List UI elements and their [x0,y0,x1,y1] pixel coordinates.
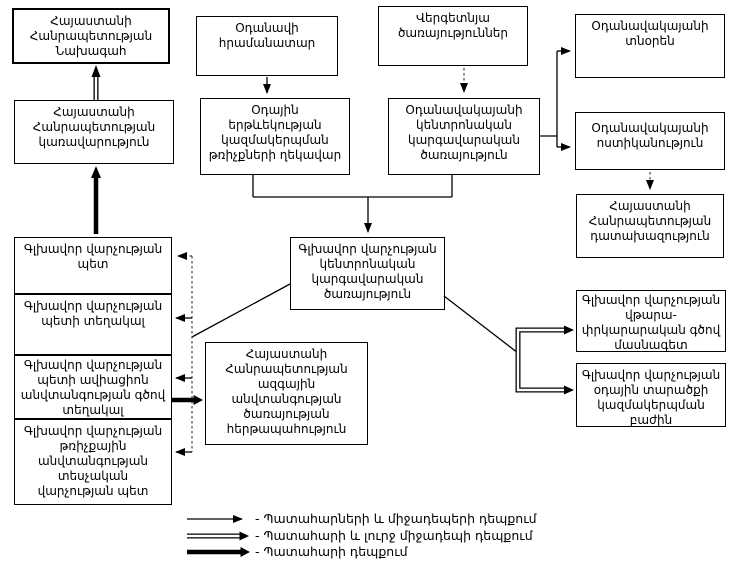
box-president-label: Հայաստանի Հանրապետության Նախագահ [29,14,153,58]
box-dept-deputy-avsec: Գլխավոր վարչության պետի ավիացիոն անվտանգ… [14,355,172,419]
box-rescue-specialist-label: Գլխավոր վարչության վթարա- փրկարարական գծ… [581,293,721,352]
box-airspace-division: Գլխավոր վարչության օդային տարածքի կազմակ… [576,363,726,427]
box-aircraft-commander: Օդանավի հրամանատար [196,16,338,76]
box-ground-services-label: Վերգետնյա ծառայություններ [397,11,509,40]
box-aircraft-commander-label: Օդանավի հրամանատար [218,21,316,50]
box-airport-central-dispatch: Օդանավակայանի կենտրոնական կարգավարական ծ… [388,98,540,175]
diagonal-to-left-stack [191,283,291,338]
arrow-branch-to-right-boxes [515,325,574,395]
box-dept-flight-safety: Գլխավոր վարչության թռիչքային անվտանգությ… [14,419,172,505]
box-dept-deputy-avsec-label: Գլխավոր վարչության պետի ավիացիոն անվտանգ… [20,358,166,417]
box-nss-duty: Հայաստանի Հանրապետության ազգային անվտանգ… [205,342,368,445]
line-dispatch-junction [540,51,558,147]
box-dept-central-dispatch-label: Գլխավոր վարչության կենտրոնական կարգավարա… [298,242,437,301]
box-dept-central-dispatch: Գլխավոր վարչության կենտրոնական կարգավարա… [290,237,445,310]
box-airport-central-dispatch-label: Օդանավակայանի կենտրոնական կարգավարական ծ… [405,103,523,162]
box-dept-deputy-label: Գլխավոր վարչության պետի տեղակալ [23,299,163,328]
box-president: Հայաստանի Հանրապետության Նախագահ [12,8,170,64]
box-dept-deputy: Գլխավոր վարչության պետի տեղակալ [14,294,172,355]
legend-item-accident: - Պատահարի դեպքում [255,544,408,559]
box-nss-duty-label: Հայաստանի Հանրապետության ազգային անվտանգ… [225,347,348,436]
box-dept-flight-safety-label: Գլխավոր վարչության թռիչքային անվտանգությ… [23,424,163,498]
legend-item-serious-incident: - Պատահարի և լուրջ միջադեպի դեպքում [255,528,533,543]
legend-thick-arrow [187,547,250,557]
box-dept-head: Գլխավոր վարչության պետ [14,237,172,294]
box-government-label: Հայաստանի Հանրապետության կառավարություն [32,105,156,149]
line-collector [252,175,453,198]
box-dept-head-label: Գլխավոր վարչության պետ [23,242,163,271]
legend-item-incidents: - Պատահարների և միջադեպերի դեպքում [255,511,537,526]
box-rescue-specialist: Գլխավոր վարչության վթարա- փրկարարական գծ… [576,290,726,352]
legend-double-arrow [187,531,249,541]
box-government: Հայաստանի Հանրապետության կառավարություն [14,100,174,164]
box-atc-flights-chief-label: Օդային երթևեկության կազմակերպման թռիչքնե… [208,103,342,162]
box-airspace-division-label: Գլխավոր վարչության օդային տարածքի կազմակ… [581,368,721,427]
box-airport-police: Օդանավակայանի ոստիկանություն [575,112,725,170]
box-airport-director: Օդանավակայանի տնօրեն [575,14,725,78]
box-prosecutor: Հայաստանի Հանրապետության դատախազություն [576,194,724,258]
box-ground-services: Վերգետնյա ծառայություններ [378,6,528,66]
arrow-government-to-president [91,65,101,100]
box-prosecutor-label: Հայաստանի Հանրապետության դատախազություն [588,199,712,243]
arrow-stack-to-nss [172,395,203,405]
diagonal-to-right-branch [443,295,519,354]
box-airport-director-label: Օդանավակայանի տնօրեն [591,19,709,48]
box-atc-flights-chief: Օդային երթևեկության կազմակերպման թռիչքնե… [200,98,350,175]
arrow-stack-to-government [91,166,101,234]
box-airport-police-label: Օդանավակայանի ոստիկանություն [591,121,709,150]
